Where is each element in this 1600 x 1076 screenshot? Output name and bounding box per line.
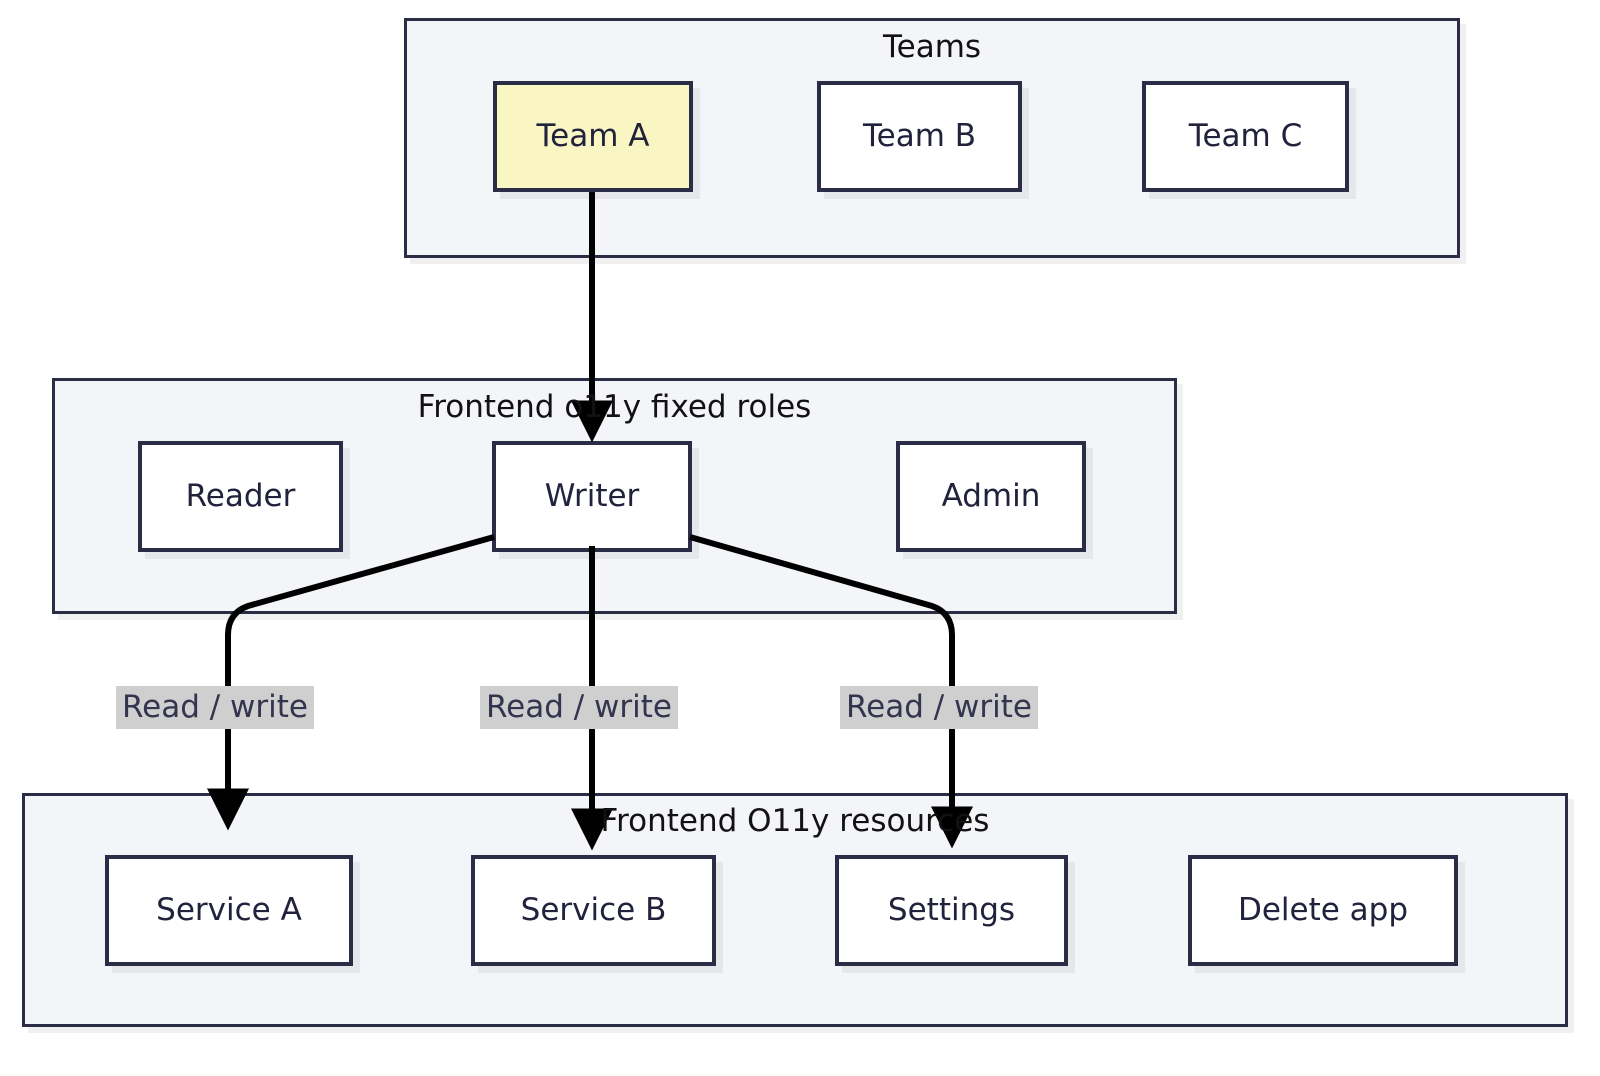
node-service-b[interactable]: Service B	[471, 855, 716, 966]
node-team-c-label: Team C	[1188, 118, 1303, 154]
node-team-a-label: Team A	[536, 118, 650, 154]
node-reader[interactable]: Reader	[138, 441, 343, 552]
edge-label-writer-to-service-a: Read / write	[116, 686, 314, 729]
node-admin-label: Admin	[941, 478, 1041, 514]
cluster-resources-title: Frontend O11y resources	[600, 803, 990, 839]
node-service-a[interactable]: Service A	[105, 855, 353, 966]
node-team-a[interactable]: Team A	[493, 81, 693, 192]
node-delete-app-label: Delete app	[1237, 892, 1409, 928]
node-admin[interactable]: Admin	[896, 441, 1086, 552]
node-writer-label: Writer	[544, 478, 640, 514]
cluster-fixed-roles-title: Frontend o11y fixed roles	[417, 389, 812, 425]
node-settings[interactable]: Settings	[835, 855, 1068, 966]
node-team-b[interactable]: Team B	[817, 81, 1022, 192]
edge-label-writer-to-service-b: Read / write	[480, 686, 678, 729]
cluster-teams-title: Teams	[882, 29, 982, 65]
node-service-a-label: Service A	[156, 892, 302, 928]
node-delete-app[interactable]: Delete app	[1188, 855, 1458, 966]
node-writer[interactable]: Writer	[492, 441, 692, 552]
node-team-b-label: Team B	[862, 118, 977, 154]
node-service-b-label: Service B	[520, 892, 667, 928]
node-team-c[interactable]: Team C	[1142, 81, 1349, 192]
node-settings-label: Settings	[887, 892, 1016, 928]
edge-label-writer-to-settings: Read / write	[840, 686, 1038, 729]
node-reader-label: Reader	[185, 478, 296, 514]
